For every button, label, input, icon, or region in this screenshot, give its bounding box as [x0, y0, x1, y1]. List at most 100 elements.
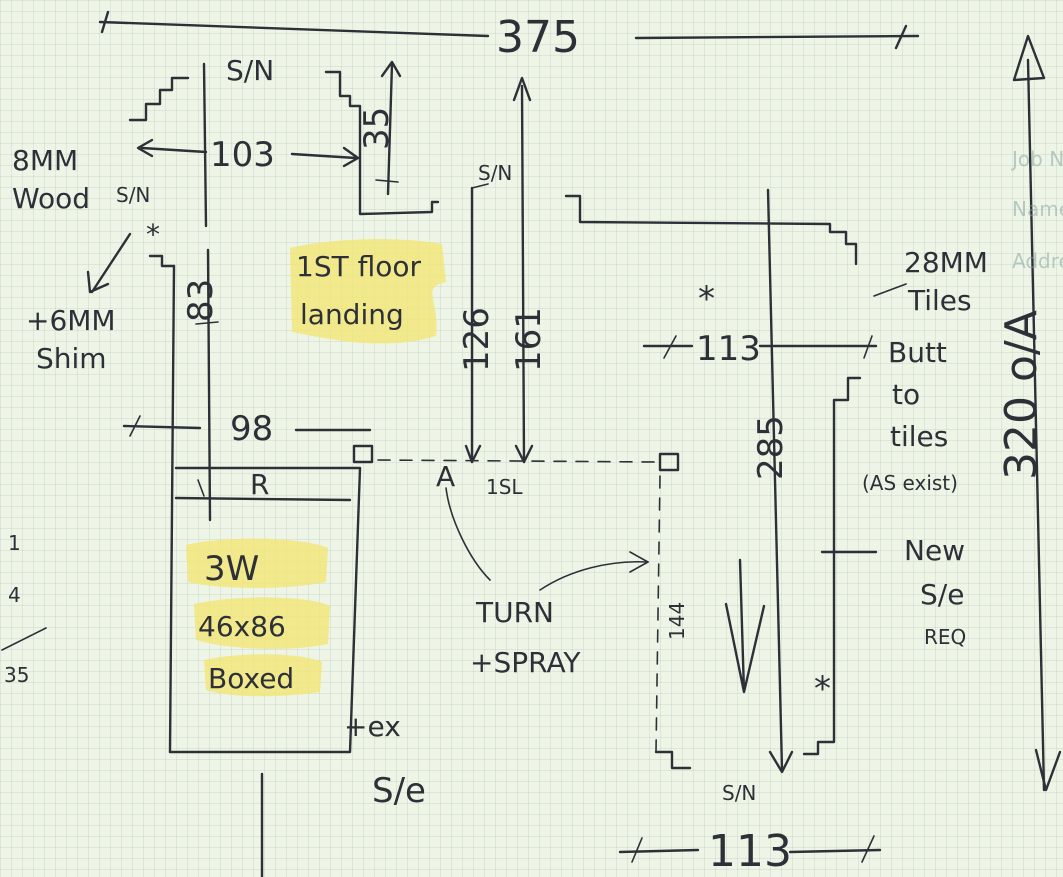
landing-note-1: 1ST floor [296, 250, 421, 283]
sn-mid-label: S/N [478, 161, 512, 185]
dim-161-arrow-top [512, 76, 532, 102]
dim-285-line [766, 188, 784, 772]
dim-35-arrow [380, 60, 402, 78]
dim-285-label: 285 [751, 415, 791, 480]
tiles-note-2: Tiles [907, 284, 972, 317]
left-wall [168, 264, 176, 754]
shim-note-1: +6MM [26, 304, 116, 337]
stair-direction-arrow [724, 558, 766, 694]
dim-103-arrow-left [136, 138, 154, 158]
dim-113-lower-tick-right [861, 835, 875, 863]
star-lower-right: * [814, 669, 831, 709]
faint-address-label: Addre [1012, 249, 1063, 273]
cupboard-note-3: Boxed [208, 662, 294, 695]
right-stringer-wall [802, 376, 862, 756]
cupboard-shelf-line [174, 496, 352, 502]
cupboard-outline [168, 466, 362, 754]
dim-126-arrow-bottom [464, 444, 482, 464]
stair-bottom-step [654, 750, 692, 770]
newel-post-left [352, 444, 374, 464]
landing-note-2: landing [300, 298, 404, 331]
dim-103-line-left [140, 146, 208, 154]
dim-35-tick [375, 179, 399, 183]
ex-note-1: +ex [344, 710, 401, 743]
upper-left-step-wall [128, 76, 190, 122]
sn-bottom-label: S/N [722, 781, 756, 805]
margin-left-1: 1 [8, 531, 21, 555]
new-note-3: REQ [924, 625, 966, 649]
dim-126-tick-top [471, 183, 489, 189]
butt-note-4: (AS exist) [862, 471, 958, 495]
cupboard-highlight-2 [194, 597, 330, 649]
dim-98-tick-left [129, 415, 141, 437]
dim-144-label: 144 [665, 602, 689, 640]
dim-83-tick [195, 321, 219, 325]
dim-161-arrow-bottom [514, 444, 534, 464]
dim-83-label: 83 [181, 279, 221, 322]
turn-arrow-left [445, 487, 491, 581]
a-label: A [436, 460, 455, 493]
dim-103-label: 103 [210, 135, 275, 175]
cupboard-highlight-3 [204, 654, 322, 697]
dim-375-line-right [634, 34, 920, 40]
dim-98-label: 98 [230, 409, 273, 449]
dim-113-upper-tick-right [863, 335, 873, 359]
dim-320-arrow-bottom [1034, 748, 1062, 792]
turn-arrow-right-head [629, 551, 649, 573]
butt-note-3: tiles [890, 420, 948, 453]
dim-83-line [206, 248, 212, 522]
cupboard-note-1: 3W [204, 549, 259, 589]
cupboard-r-tick [197, 479, 205, 497]
upper-notch-wall [324, 70, 440, 216]
stair-edge-dashed [655, 475, 661, 753]
margin-left-slash [1, 627, 47, 651]
dim-126-label: 126 [457, 307, 497, 372]
butt-note-2: to [892, 378, 920, 411]
turn-arrow-right [539, 560, 649, 591]
shim-pointer-head [86, 270, 110, 294]
dim-375-line-left [98, 20, 490, 38]
dim-98-line-left [122, 424, 202, 430]
dim-35-line [386, 62, 394, 196]
turn-note-1: TURN [475, 596, 554, 629]
dim-113-upper-label: 113 [696, 329, 761, 369]
faint-job-label: Job N [1010, 147, 1063, 171]
cupboard-highlight-1 [186, 538, 328, 588]
margin-left-2: 4 [8, 583, 21, 607]
star-left: * [146, 218, 160, 251]
wood-note-2: Wood [12, 182, 90, 215]
dim-103-arrow-right [342, 146, 360, 168]
dim-375-tick-left [100, 10, 110, 34]
shim-note-2: Shim [36, 342, 107, 375]
butt-note-1: Butt [888, 336, 947, 369]
sl-label: 1SL [486, 475, 523, 499]
wood-note-1: 8MM [12, 144, 78, 177]
turn-note-2: +SPRAY [470, 646, 581, 679]
new-note-1: New [904, 534, 965, 567]
left-jamb [148, 254, 176, 268]
dim-375-label: 375 [496, 12, 580, 63]
landing-edge-dashed [377, 459, 657, 463]
dim-113-lower-line-right [788, 848, 882, 854]
star-upper-right: * [698, 279, 715, 319]
dim-161-label: 161 [509, 307, 549, 372]
dim-113-lower-line-left [618, 848, 700, 854]
dim-35-label: 35 [357, 107, 397, 150]
tiles-note-1: 28MM [904, 246, 988, 279]
dim-375-tick-right [894, 24, 908, 50]
sn-left-label: S/N [116, 183, 150, 207]
dim-113-upper-tick-left [663, 335, 677, 359]
sn-top-label: S/N [226, 54, 274, 87]
dim-320-line [1026, 58, 1046, 792]
cupboard-note-2: 46x86 [198, 610, 286, 643]
faint-name-label: Name [1012, 197, 1063, 221]
dim-161-line [520, 84, 526, 464]
dim-320-label: 320 o/A [996, 310, 1047, 480]
margin-left-3: 35 [4, 663, 29, 687]
new-note-2: S/e [920, 578, 964, 611]
upper-left-wall [202, 62, 208, 228]
dim-113-lower-label: 113 [708, 826, 792, 877]
r-label: R [250, 468, 269, 501]
ex-note-2: S/e [372, 771, 426, 811]
